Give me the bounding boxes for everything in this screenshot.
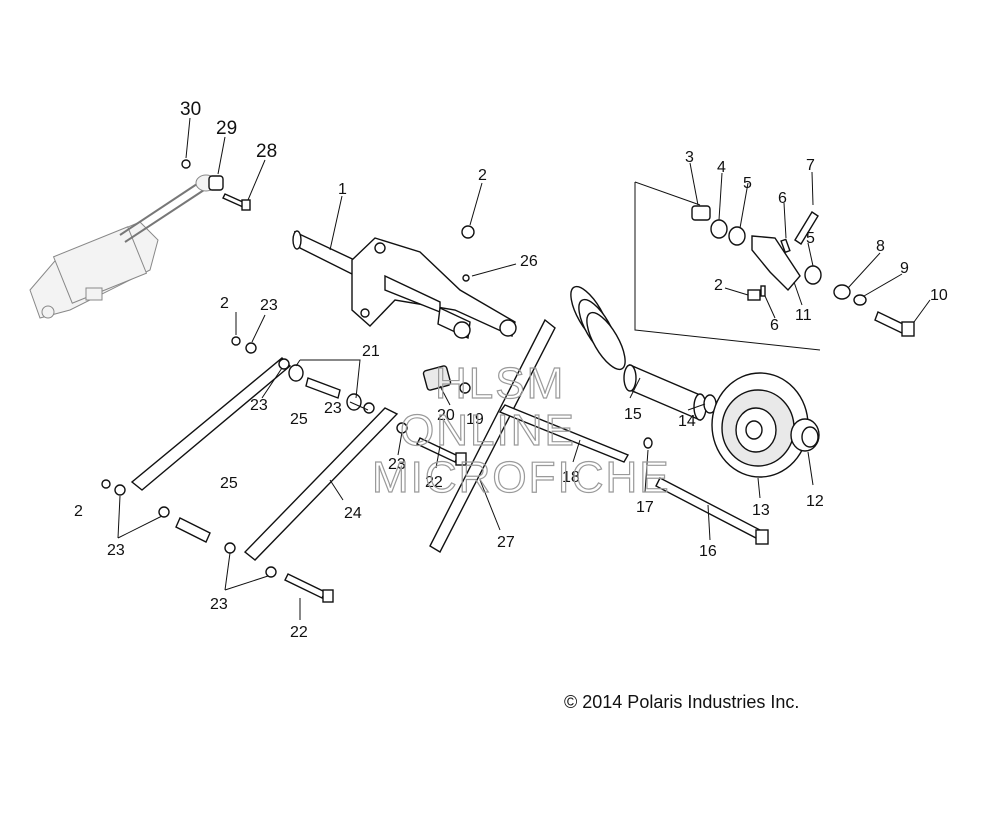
shock-nut-30 bbox=[181, 159, 191, 169]
callout-13: 13 bbox=[752, 502, 770, 519]
callout-14: 14 bbox=[678, 413, 696, 430]
pin-6b bbox=[760, 285, 766, 297]
callout-7: 7 bbox=[806, 157, 815, 174]
callout-10: 10 bbox=[930, 287, 948, 304]
callout-23b: 23 bbox=[250, 397, 268, 414]
washer-8 bbox=[833, 284, 851, 300]
callout-23c: 23 bbox=[324, 400, 342, 417]
bolt-22a bbox=[416, 437, 467, 466]
block-20 bbox=[422, 365, 452, 391]
callout-19: 19 bbox=[466, 411, 484, 428]
nuts-2 bbox=[101, 336, 241, 489]
callout-28: 28 bbox=[256, 141, 277, 162]
callout-5b: 5 bbox=[806, 230, 815, 247]
callout-5a: 5 bbox=[743, 175, 752, 192]
callout-22b: 22 bbox=[290, 624, 308, 641]
bolt-22b bbox=[284, 573, 334, 603]
front-arm-assembly-1 bbox=[292, 230, 517, 340]
callout-25a: 25 bbox=[290, 411, 308, 428]
callout-23d: 23 bbox=[388, 456, 406, 473]
bearing-12 bbox=[790, 418, 820, 452]
callout-30: 30 bbox=[180, 99, 201, 120]
callout-1: 1 bbox=[338, 181, 347, 198]
washer-4 bbox=[710, 219, 728, 239]
bushing-3 bbox=[691, 205, 711, 221]
callout-2a: 2 bbox=[478, 167, 487, 184]
link-arm-upper bbox=[130, 357, 292, 491]
callout-16: 16 bbox=[699, 543, 717, 560]
callout-17: 17 bbox=[636, 499, 654, 516]
clip-19 bbox=[459, 382, 471, 394]
idler-wheel-13 bbox=[711, 372, 809, 478]
watermark-line-1: HLSM bbox=[435, 359, 565, 408]
callout-26: 26 bbox=[520, 253, 538, 270]
watermark: HLSM ONLINE MICROFICHE bbox=[371, 358, 671, 502]
shaft-27 bbox=[429, 318, 556, 553]
watermark-line-3: MICROFICHE bbox=[372, 453, 671, 502]
callout-24: 24 bbox=[344, 505, 362, 522]
bolt-10-head bbox=[901, 321, 915, 337]
callout-23e: 23 bbox=[107, 542, 125, 559]
nut-2-top bbox=[461, 225, 475, 239]
callout-11: 11 bbox=[795, 307, 812, 324]
fitting-26 bbox=[462, 274, 470, 282]
bolt-10 bbox=[874, 311, 906, 334]
leader-lines bbox=[117, 117, 931, 620]
copyright-notice: © 2014 Polaris Industries Inc. bbox=[564, 692, 799, 712]
idler-hardware bbox=[634, 181, 915, 351]
watermark-line-2: ONLINE bbox=[400, 406, 576, 455]
callout-21: 21 bbox=[362, 343, 380, 360]
callout-8: 8 bbox=[876, 238, 885, 255]
callout-25b: 25 bbox=[220, 475, 238, 492]
bushing-5a bbox=[728, 226, 746, 246]
washers-23 bbox=[114, 342, 653, 578]
pin-6a bbox=[780, 238, 791, 254]
spacer-15 bbox=[623, 363, 707, 422]
callout-27: 27 bbox=[497, 534, 515, 551]
callout-4: 4 bbox=[717, 159, 726, 176]
bolt-7 bbox=[794, 211, 819, 245]
callout-6b: 6 bbox=[770, 317, 779, 334]
bolt-28 bbox=[222, 193, 251, 211]
callout-18: 18 bbox=[562, 469, 580, 486]
callout-29: 29 bbox=[216, 118, 237, 139]
link-arm-24 bbox=[243, 407, 399, 561]
bushing-29 bbox=[208, 175, 224, 191]
callout-15: 15 bbox=[624, 406, 642, 423]
callout-20: 20 bbox=[437, 407, 455, 424]
callout-3: 3 bbox=[685, 149, 694, 166]
callout-9: 9 bbox=[900, 260, 909, 277]
callout-labels: 30 29 28 1 2 26 2 23 21 23 25 23 23 20 1… bbox=[74, 99, 948, 641]
callout-12: 12 bbox=[806, 493, 824, 510]
callout-22a: 22 bbox=[425, 474, 443, 491]
callout-2b: 2 bbox=[220, 295, 229, 312]
shaft-18 bbox=[498, 404, 630, 463]
nut-2-right bbox=[747, 289, 761, 301]
callout-23f: 23 bbox=[210, 596, 228, 613]
arm-11 bbox=[751, 235, 801, 292]
washer-9 bbox=[853, 294, 867, 306]
callout-23a: 23 bbox=[260, 297, 278, 314]
torsion-spring bbox=[570, 285, 626, 371]
spacer-25b bbox=[175, 517, 211, 543]
bushing-5b bbox=[804, 265, 822, 285]
spacer-25a bbox=[305, 377, 341, 399]
shock-absorber bbox=[29, 174, 217, 319]
callout-2c: 2 bbox=[74, 503, 83, 520]
callout-6a: 6 bbox=[778, 190, 787, 207]
callout-2d: 2 bbox=[714, 277, 723, 294]
bushings-21 bbox=[288, 364, 362, 411]
